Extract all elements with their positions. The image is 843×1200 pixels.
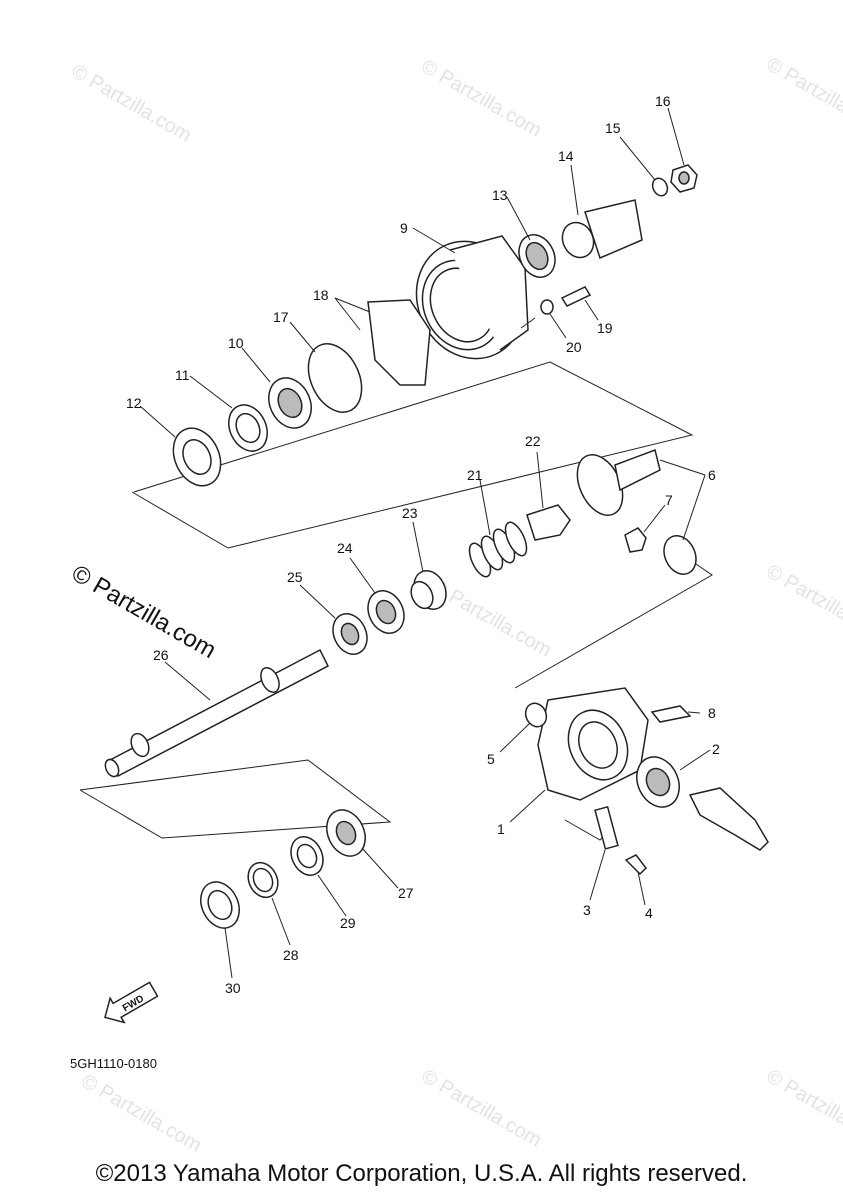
- watermark: © Partzilla.com: [418, 1065, 546, 1151]
- callout-12: 12: [126, 395, 142, 411]
- callout-5: 5: [487, 751, 495, 767]
- part-19-bolt: [560, 286, 592, 307]
- callout-15: 15: [605, 120, 621, 136]
- callout-25: 25: [287, 569, 303, 585]
- part-23-collar: [410, 570, 447, 610]
- copyright-notice: ©2013 Yamaha Motor Corporation, U.S.A. A…: [95, 1160, 748, 1187]
- assembly-frame-upper: [131, 361, 694, 549]
- callout-9: 9: [400, 220, 408, 236]
- callout-3: 3: [583, 902, 591, 918]
- fwd-arrow-icon: FWD: [104, 981, 159, 1024]
- part-3-plate: [594, 805, 619, 850]
- part-30-oil-seal: [200, 881, 240, 929]
- part-29-ring-nut: [290, 836, 324, 876]
- callout-4: 4: [645, 905, 653, 921]
- diagram-code: 5GH1110-0180: [70, 1056, 157, 1071]
- callout-27: 27: [398, 885, 414, 901]
- part-14-yoke: [561, 199, 643, 260]
- callout-23: 23: [402, 505, 418, 521]
- assembly-frame-lower: [514, 559, 713, 689]
- callout-16: 16: [655, 93, 671, 109]
- watermark: © Partzilla.com: [763, 560, 843, 646]
- callout-7: 7: [665, 492, 673, 508]
- part-7-nut: [624, 527, 647, 553]
- assembly-frame-bottom: [79, 759, 392, 839]
- part-25-bearing: [332, 613, 368, 655]
- callout-1: 1: [497, 821, 505, 837]
- callout-28: 28: [283, 947, 299, 963]
- part-26-drive-shaft: [104, 648, 329, 778]
- callout-8: 8: [708, 705, 716, 721]
- callout-11: 11: [175, 367, 190, 383]
- callout-labels: 1 2 3 4 5 6 7 8 9 10 11 12 13 14 15 16 1…: [126, 93, 720, 996]
- part-8-bolt: [650, 705, 692, 723]
- callout-26: 26: [153, 647, 169, 663]
- watermark: © Partzilla.com: [763, 1065, 843, 1151]
- callout-30: 30: [225, 980, 241, 996]
- callout-2: 2: [712, 741, 720, 757]
- part-28-collar: [247, 861, 279, 899]
- part-13-bearing: [518, 234, 556, 278]
- callout-19: 19: [597, 320, 613, 336]
- callout-10: 10: [228, 335, 244, 351]
- part-12-oil-seal: [172, 427, 222, 487]
- part-5-o-ring: [524, 702, 548, 728]
- watermark-group: © Partzilla.com © Partzilla.com © Partzi…: [68, 53, 843, 1156]
- callout-29: 29: [340, 915, 356, 931]
- part-15-washer: [651, 177, 669, 197]
- part-pinion-shaft: [688, 787, 769, 851]
- watermark: © Partzilla.com: [78, 1070, 206, 1156]
- leader-lines: [139, 107, 711, 979]
- part-21-spring: [468, 521, 528, 578]
- watermark: © Partzilla.com: [763, 53, 843, 139]
- part-20-washer: [540, 299, 554, 315]
- part-27-bearing: [326, 809, 366, 857]
- callout-13: 13: [492, 187, 508, 203]
- watermark: © Partzilla.com: [418, 55, 546, 141]
- watermark: © Partzilla.com: [428, 575, 556, 661]
- callout-24: 24: [337, 540, 353, 556]
- part-18-gasket: [367, 299, 431, 386]
- callout-22: 22: [525, 433, 541, 449]
- part-1-housing: [537, 687, 649, 801]
- part-10-bearing: [268, 377, 312, 429]
- part-24-bearing: [367, 590, 405, 634]
- watermark-large: © Partzilla.com: [67, 560, 221, 664]
- part-17-o-ring: [307, 343, 363, 413]
- part-6-gear-set: [576, 449, 697, 575]
- callout-14: 14: [558, 148, 574, 164]
- callout-17: 17: [273, 309, 289, 325]
- part-11-ring-nut: [228, 404, 268, 452]
- part-4-screw: [624, 854, 647, 876]
- callout-18: 18: [313, 287, 329, 303]
- callout-6: 6: [708, 467, 716, 483]
- callout-20: 20: [566, 339, 582, 355]
- watermark: © Partzilla.com: [68, 60, 196, 146]
- callout-21: 21: [467, 467, 483, 483]
- part-22-sleeve: [526, 504, 571, 541]
- part-2-bearing: [636, 756, 680, 808]
